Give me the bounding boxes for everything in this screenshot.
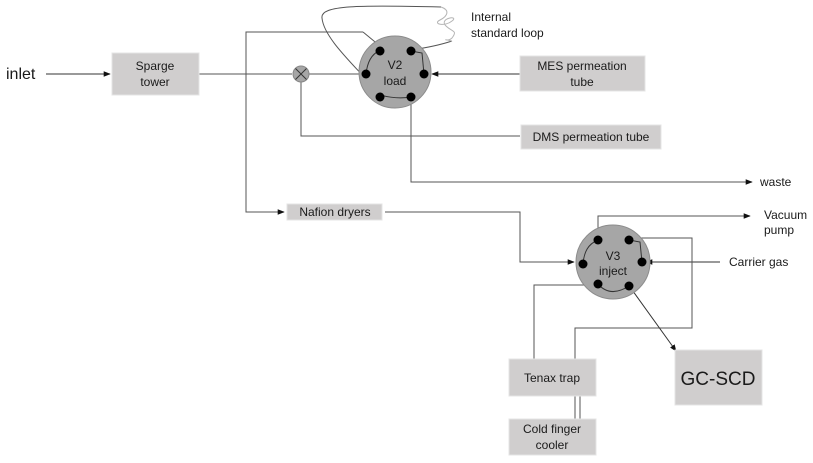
tenax-label: Tenax trap xyxy=(524,371,580,385)
v2-port-1 xyxy=(375,46,385,56)
internal-standard-loop-label-1: Internal xyxy=(471,10,511,24)
carrier-gas-label: Carrier gas xyxy=(729,255,788,269)
internal-loop-coil xyxy=(437,6,455,42)
mixing-valve-icon xyxy=(292,65,310,83)
v3-to-tenax-left-line xyxy=(533,284,598,359)
mes-permeation-tube-box: MES permeation tube xyxy=(519,55,646,92)
waste-label: waste xyxy=(759,175,792,189)
gc-scd-box: GC-SCD xyxy=(674,349,763,406)
v3-port-5 xyxy=(593,279,603,289)
waste-arrow xyxy=(410,97,753,185)
v3-label-1: V3 xyxy=(606,249,621,263)
inlet-label: inlet xyxy=(6,66,36,83)
v3-port-6 xyxy=(624,281,634,291)
vacuum-pump-label-2: pump xyxy=(764,223,794,237)
v3-port-3 xyxy=(578,259,588,269)
nafion-dryers-box: Nafion dryers xyxy=(286,203,383,221)
sparge-tower-label-1: Sparge xyxy=(136,59,175,73)
v2-port-2 xyxy=(406,46,416,56)
valve-v3: V3 inject xyxy=(575,224,651,300)
cooler-label-2: cooler xyxy=(536,438,569,452)
cooler-label-1: Cold finger xyxy=(523,422,581,436)
cold-finger-cooler-box: Cold finger cooler xyxy=(508,418,597,456)
v2-to-nafion-line xyxy=(245,31,363,215)
internal-loop-left xyxy=(321,5,442,96)
v3-to-gcscd-arrow xyxy=(629,286,677,352)
internal-standard-loop-label-2: standard loop xyxy=(471,26,544,40)
sparge-tower-label-2: tower xyxy=(140,75,169,89)
v3-port-2 xyxy=(624,235,634,245)
v2-port-5 xyxy=(375,92,385,102)
v3-port-4 xyxy=(637,257,647,267)
tenax-trap-box: Tenax trap xyxy=(508,358,597,397)
dms-label: DMS permeation tube xyxy=(533,130,650,144)
v2-port-4 xyxy=(419,69,429,79)
v2-label-2: load xyxy=(384,74,407,88)
v3-label-2: inject xyxy=(599,264,628,278)
nafion-label: Nafion dryers xyxy=(299,205,370,219)
v2-label-1: V2 xyxy=(388,58,403,72)
v2-port-3 xyxy=(361,69,371,79)
v2-port-6 xyxy=(406,92,416,102)
valve-v2: V2 load xyxy=(358,35,432,109)
mes-label-2: tube xyxy=(570,75,594,89)
dms-line xyxy=(300,82,520,137)
sparge-tower-box: Sparge tower xyxy=(111,52,200,96)
v3-to-tenax-right-line xyxy=(574,237,693,359)
mes-label-1: MES permeation xyxy=(537,59,626,73)
vacuum-pump-label-1: Vacuum xyxy=(764,208,807,222)
v3-port-1 xyxy=(593,235,603,245)
gc-scd-label: GC-SCD xyxy=(681,369,756,390)
nafion-to-v3-line xyxy=(385,211,575,265)
dms-permeation-tube-box: DMS permeation tube xyxy=(520,124,662,150)
